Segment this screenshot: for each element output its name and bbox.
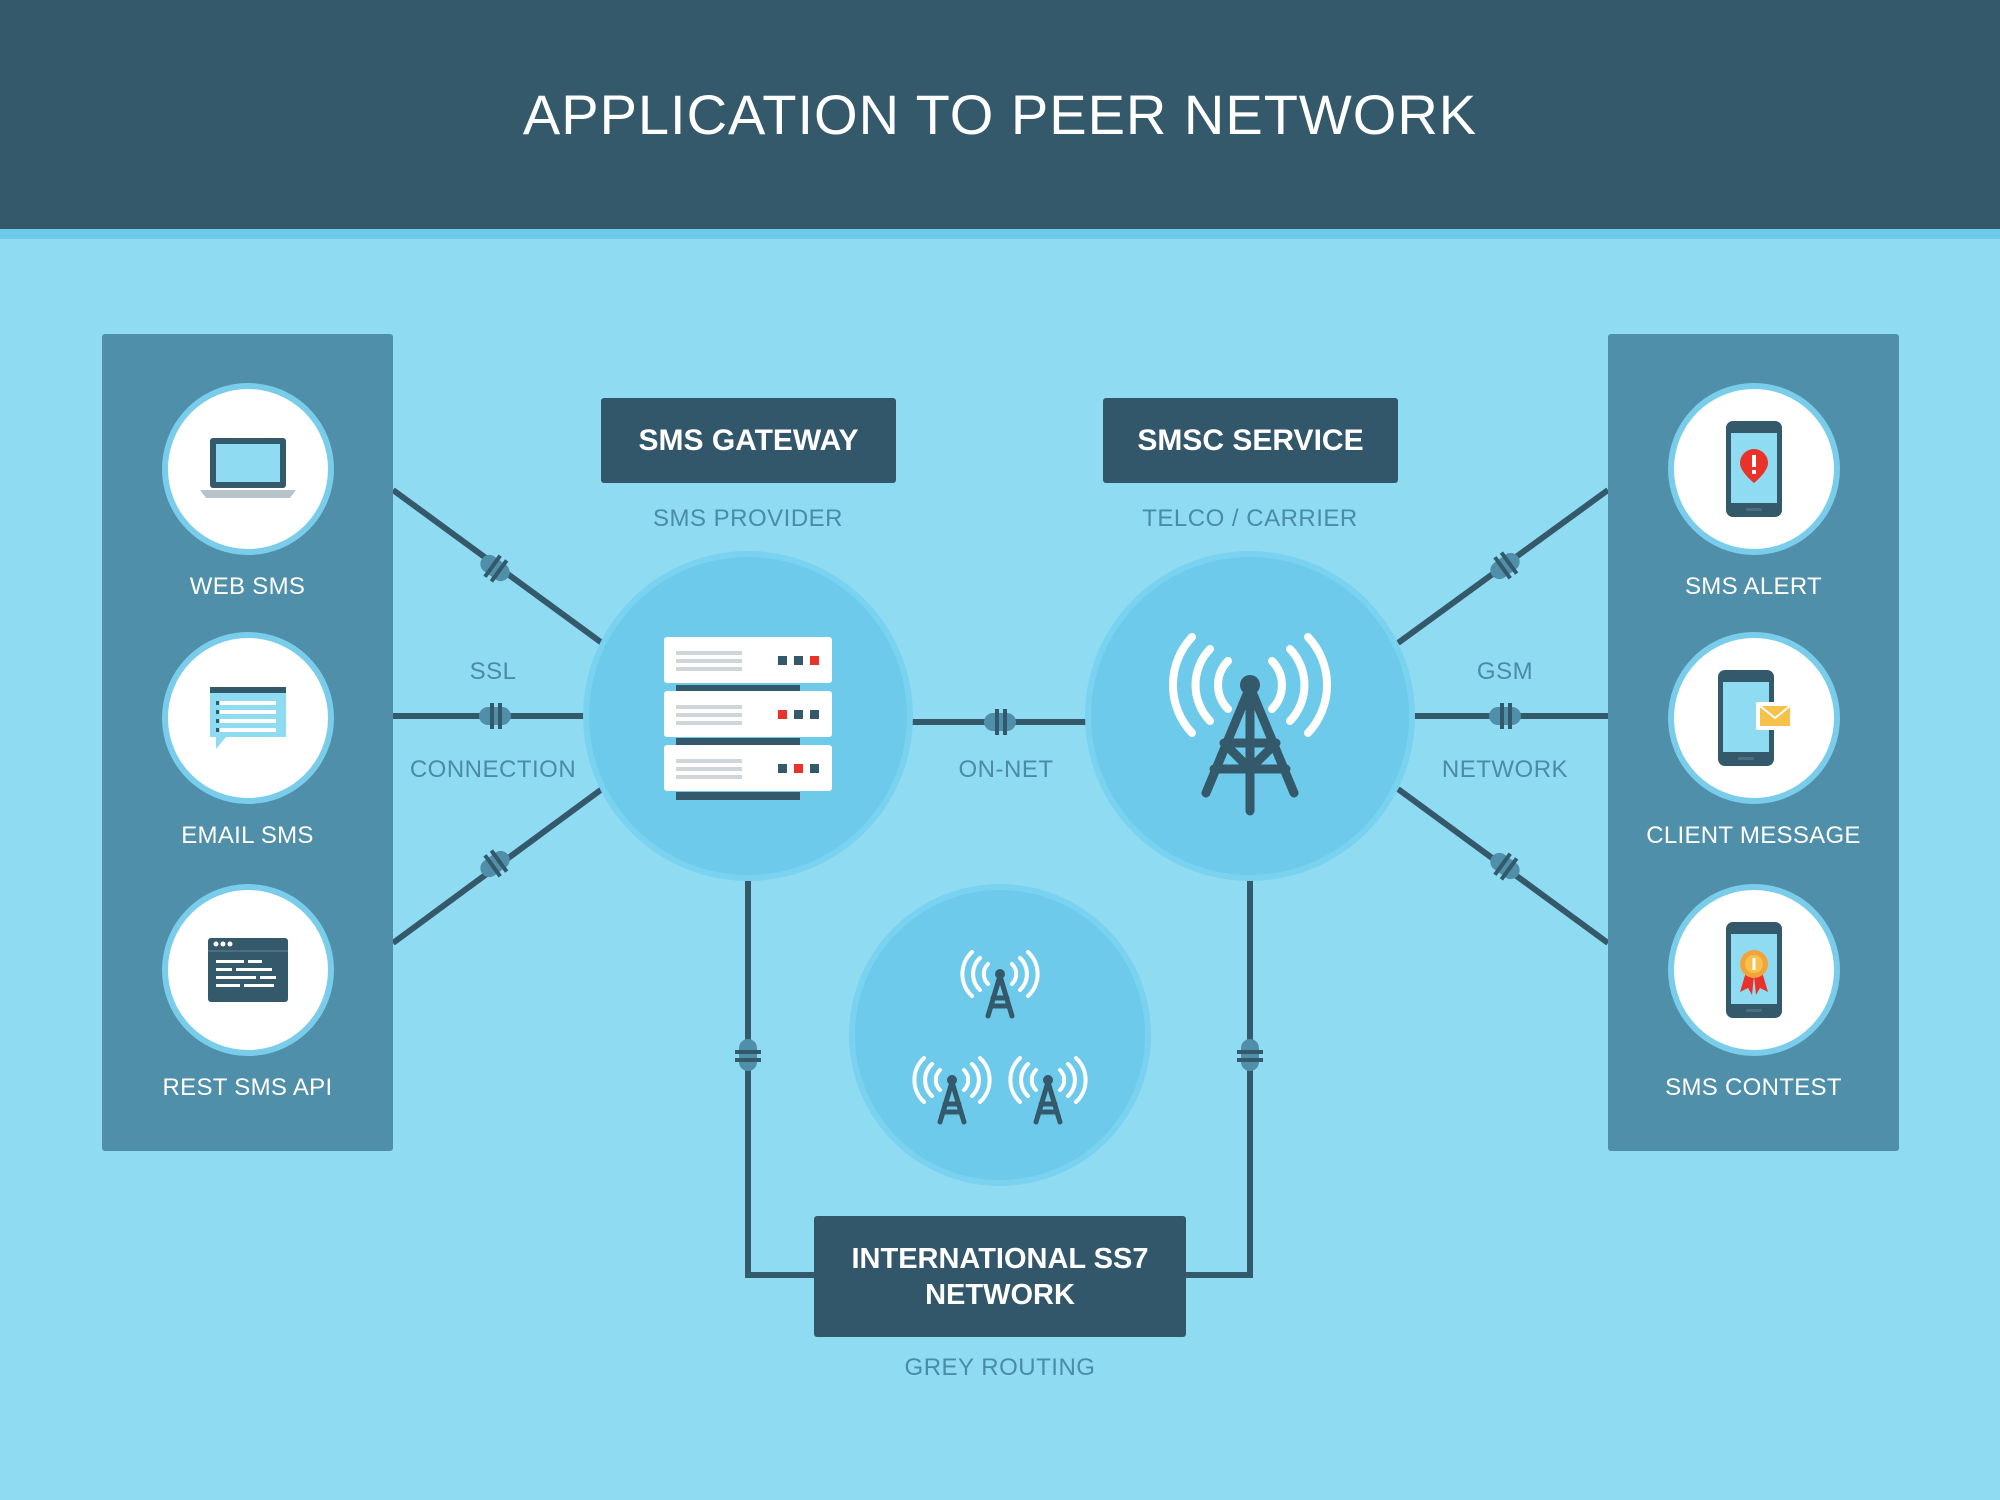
smsc-service-title: SMSC SERVICE xyxy=(1137,423,1364,457)
page-title: APPLICATION TO PEER NETWORK xyxy=(522,83,1478,146)
smsc-service-box[interactable]: SMSC SERVICE xyxy=(1103,398,1398,483)
sms-gateway-box[interactable]: SMS GATEWAY xyxy=(601,398,896,483)
sms-alert-circle xyxy=(1667,383,1840,555)
ss7-title-line2: NETWORK xyxy=(925,1278,1075,1311)
email-sms-label: EMAIL SMS xyxy=(181,822,314,849)
laptop-icon xyxy=(199,438,296,498)
on-net-plug xyxy=(984,709,1016,735)
ss7-subtitle: GREY ROUTING xyxy=(904,1354,1096,1381)
server-rack-icon xyxy=(664,637,832,800)
rest-sms-api-circle xyxy=(161,884,334,1056)
ss7-right-plug xyxy=(1237,1039,1263,1071)
right-connection-plugs xyxy=(1484,546,1526,886)
email-sms-circle xyxy=(161,632,334,804)
client-message-label: CLIENT MESSAGE xyxy=(1646,822,1861,849)
browser-window-icon xyxy=(207,938,288,1002)
web-sms-node[interactable]: WEB SMS xyxy=(102,383,393,601)
network-label: NETWORK xyxy=(1441,756,1569,783)
ss7-lines xyxy=(745,880,1253,1278)
client-message-node[interactable]: CLIENT MESSAGE xyxy=(1608,632,1899,850)
sms-alert-label: SMS ALERT xyxy=(1685,573,1822,600)
ss7-left-plug xyxy=(735,1039,761,1071)
smsc-service-subtitle: TELCO / CARRIER xyxy=(1142,505,1358,532)
web-sms-circle xyxy=(161,383,334,555)
cell-tower-icon xyxy=(1168,633,1332,816)
phone-message-icon xyxy=(1717,670,1794,766)
rest-sms-api-label: REST SMS API xyxy=(162,1074,333,1101)
sms-alert-node[interactable]: SMS ALERT xyxy=(1608,383,1899,601)
client-message-circle xyxy=(1667,632,1840,804)
web-sms-label: WEB SMS xyxy=(189,573,306,600)
email-sms-node[interactable]: EMAIL SMS xyxy=(102,632,393,850)
ss7-title-line1: INTERNATIONAL SS7 xyxy=(851,1242,1149,1275)
connection-label: CONNECTION xyxy=(409,756,577,783)
sms-gateway-subtitle: SMS PROVIDER xyxy=(652,505,844,532)
sms-contest-circle xyxy=(1667,884,1840,1056)
on-net-label: ON-NET xyxy=(958,756,1054,783)
sms-gateway-title: SMS GATEWAY xyxy=(638,423,859,457)
phone-alert-icon xyxy=(1725,421,1782,517)
ss7-network-box[interactable]: INTERNATIONAL SS7 NETWORK xyxy=(814,1216,1186,1337)
phone-award-icon xyxy=(1725,922,1782,1018)
header-bar: APPLICATION TO PEER NETWORK xyxy=(0,0,2000,239)
sms-contest-node[interactable]: SMS CONTEST xyxy=(1608,884,1899,1102)
rest-sms-api-node[interactable]: REST SMS API xyxy=(102,884,393,1102)
chat-bubble-icon xyxy=(209,687,286,749)
sms-contest-label: SMS CONTEST xyxy=(1665,1074,1842,1101)
gsm-label: GSM xyxy=(1476,658,1534,685)
ssl-label: SSL xyxy=(469,658,517,685)
left-connection-plugs xyxy=(474,548,516,884)
tower-cluster-hub xyxy=(849,884,1151,1186)
